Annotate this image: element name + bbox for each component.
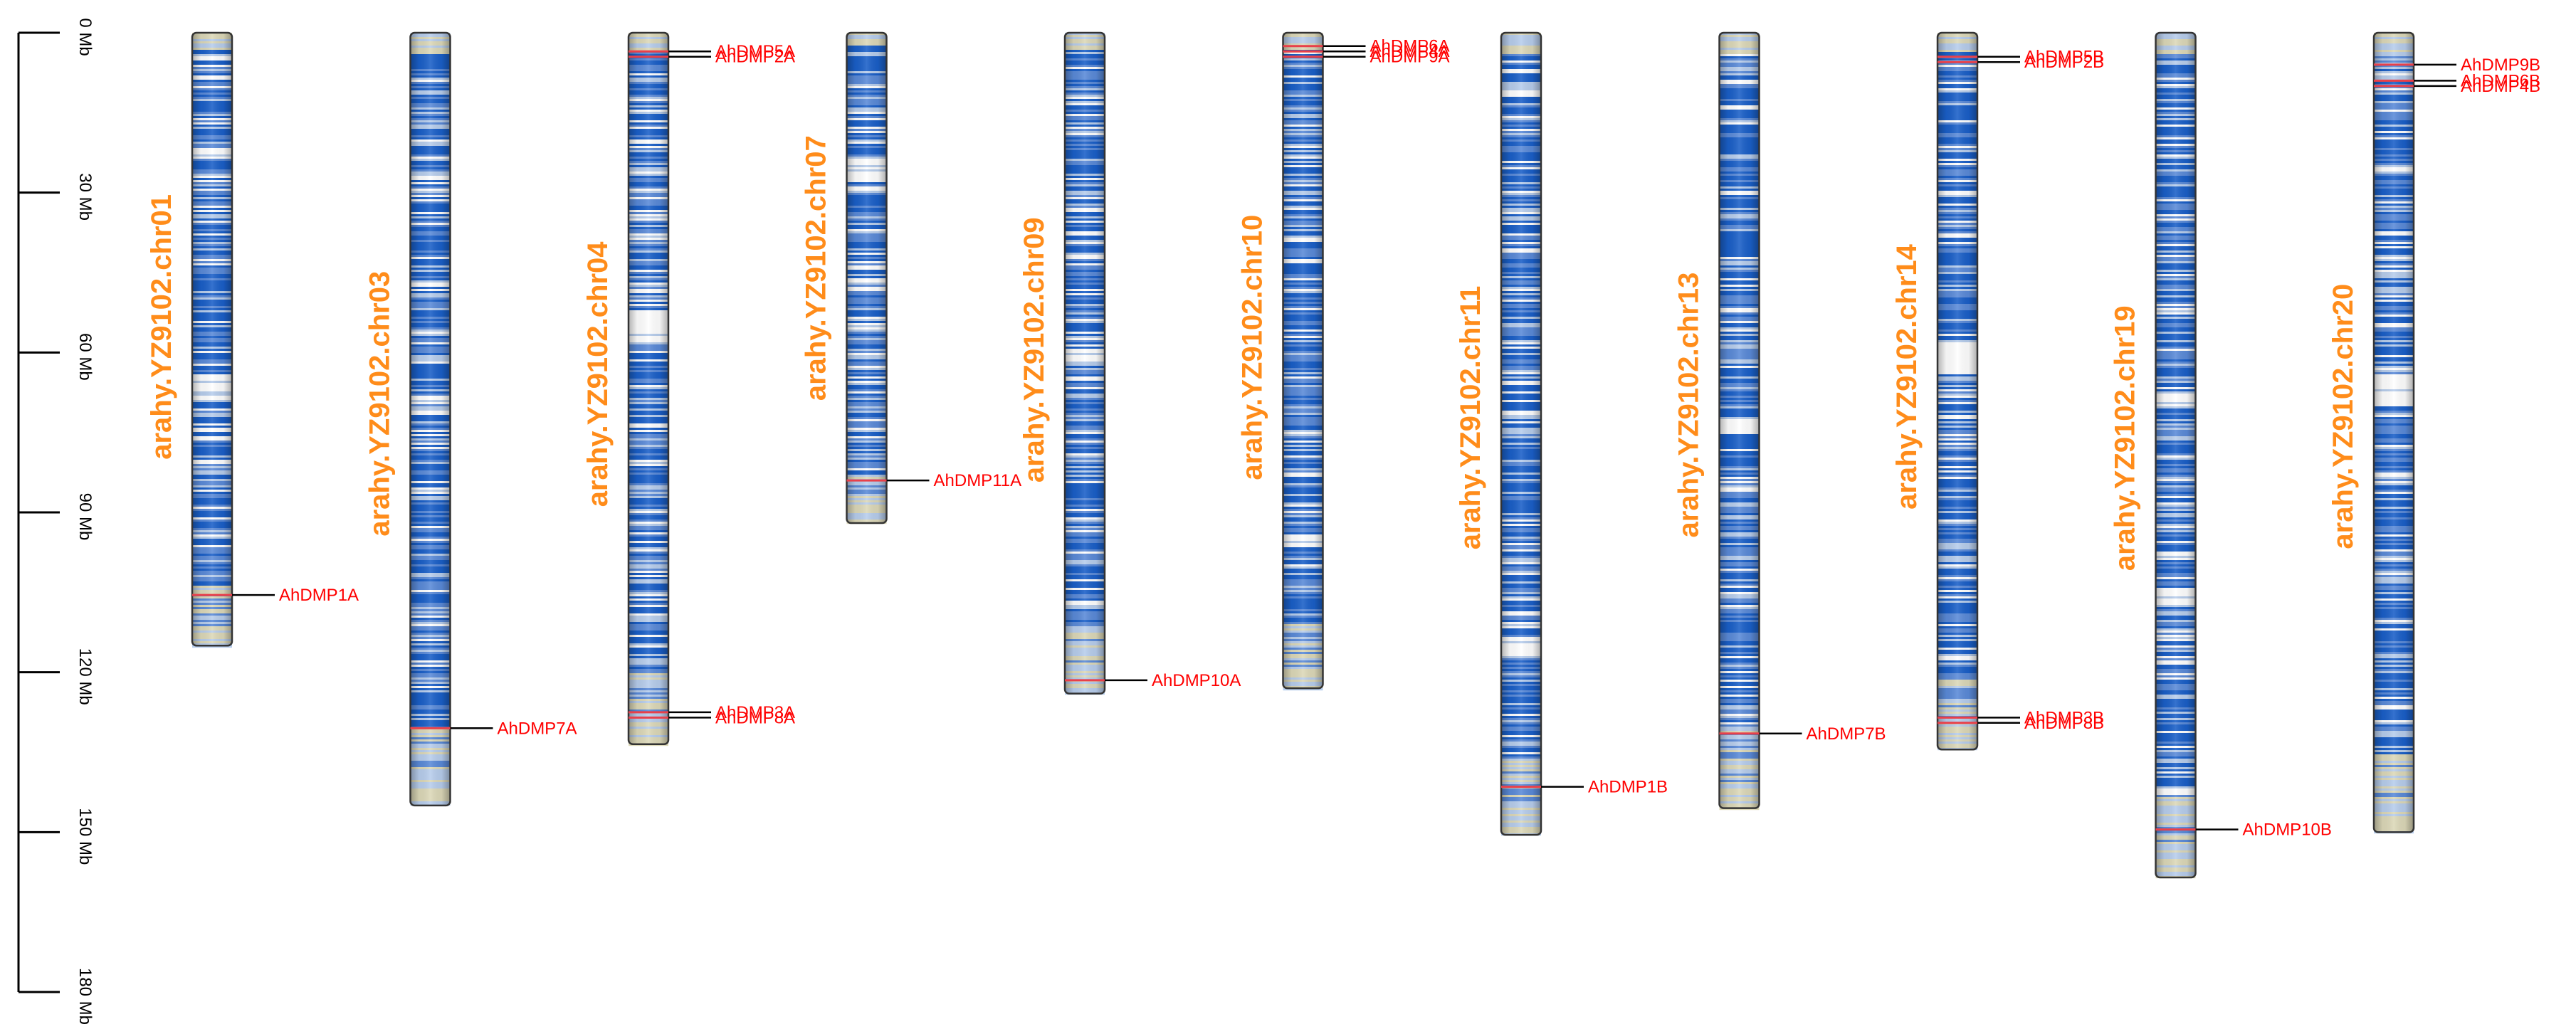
gene-label: AhDMP2B (2024, 53, 2104, 72)
chromosome-outline (1282, 31, 1324, 690)
gene-label: AhDMP8B (2024, 714, 2104, 733)
gene-label: AhDMP5B (2024, 48, 2104, 67)
gene-label: AhDMP4A (1370, 42, 1450, 61)
chromosome-label: arahy.YZ9102.chr07 (801, 135, 832, 401)
scale-tick-label: 180 Mb (75, 968, 95, 1025)
chromosome-outline (1063, 31, 1106, 695)
chromosome-label: arahy.YZ9102.chr09 (1019, 217, 1050, 482)
gene-label: AhDMP2A (715, 48, 795, 67)
scale-tick-label: 90 Mb (75, 493, 95, 541)
gene-label: AhDMP8A (715, 708, 795, 727)
chromosome-outline (627, 31, 670, 746)
chromosome-label: arahy.YZ9102.chr04 (582, 241, 614, 507)
gene-label: AhDMP1B (1588, 778, 1668, 797)
chromosome-label: arahy.YZ9102.chr20 (2328, 284, 2359, 549)
gene-label: AhDMP11A (934, 471, 1022, 490)
chromosome-outline (1500, 31, 1542, 836)
chromosome-outline (2372, 31, 2415, 833)
chromosome-label: arahy.YZ9102.chr11 (1455, 286, 1486, 550)
gene-label: AhDMP7B (1807, 724, 1886, 744)
chromosome-outline (191, 31, 233, 647)
gene-label: AhDMP6A (1370, 37, 1450, 56)
chromosome-label: arahy.YZ9102.chr19 (2110, 305, 2141, 571)
chromosome-label: arahy.YZ9102.chr13 (1673, 273, 1705, 538)
chromosome-set: arahy.YZ9102.chr01AhDMP1Aarahy.YZ9102.ch… (146, 31, 2540, 879)
gene-label: AhDMP3B (2024, 708, 2104, 727)
scale-tick-label: 120 Mb (75, 648, 95, 705)
chromosome-outline (846, 31, 888, 524)
chromosome-label: arahy.YZ9102.chr14 (1891, 243, 1923, 510)
chromosome-outline (409, 31, 451, 807)
chromosome-label: arahy.YZ9102.chr01 (146, 194, 177, 460)
chromosome-label: arahy.YZ9102.chr10 (1237, 215, 1268, 480)
gene-label: AhDMP6B (2461, 71, 2540, 90)
gene-label: AhDMP10B (2243, 821, 2332, 840)
chromosome-outline (2155, 31, 2197, 879)
gene-label: AhDMP4B (2461, 77, 2540, 96)
gene-label: AhDMP5A (715, 42, 795, 61)
chromosome-label: arahy.YZ9102.chr03 (364, 271, 396, 537)
gene-label: AhDMP9A (1370, 48, 1450, 67)
scale-tick-label: 60 Mb (75, 333, 95, 381)
gene-label: AhDMP9B (2461, 56, 2540, 75)
gene-label: AhDMP1A (279, 586, 359, 605)
chromosome-outline (1718, 31, 1760, 809)
gene-label: AhDMP10A (1152, 671, 1241, 690)
scale-tick-label: 150 Mb (75, 808, 95, 865)
scale-tick-label: 0 Mb (75, 18, 95, 56)
gene-label: AhDMP3A (715, 703, 795, 722)
scale-axis: 0 Mb 30 Mb 60 Mb 90 Mb 120 Mb 150 Mb 180 Mb (17, 18, 95, 1025)
scale-tick-label: 30 Mb (75, 173, 95, 221)
chromosome-outline (1936, 31, 1979, 751)
gene-label: AhDMP7A (498, 719, 577, 738)
